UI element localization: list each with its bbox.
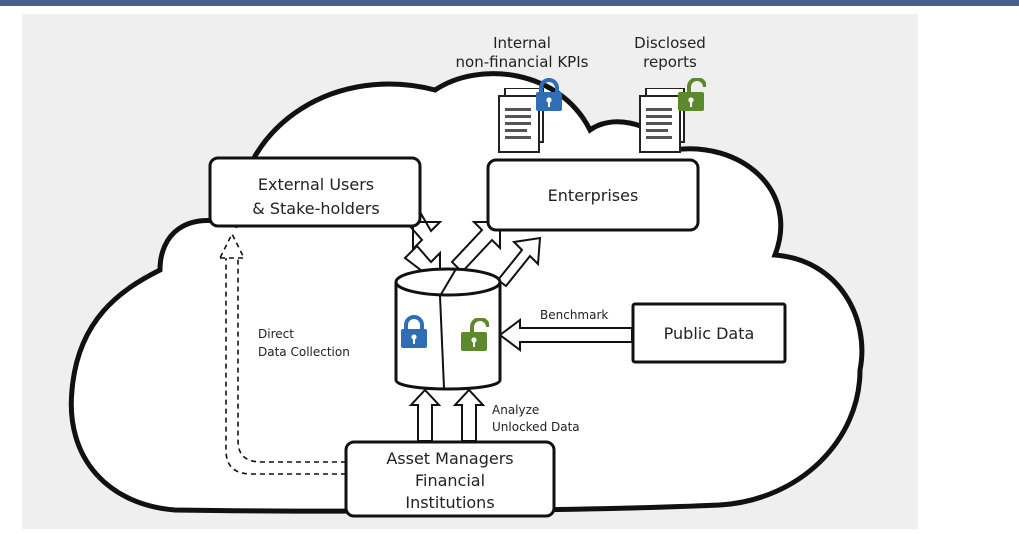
top-frame-bar xyxy=(0,0,1019,6)
asset-managers-line1: Asset Managers xyxy=(386,449,513,468)
arrow-db-enterprises xyxy=(450,221,542,288)
disclosed-label-line1: Disclosed xyxy=(634,34,706,52)
disclosed-reports-document-icon xyxy=(639,88,685,153)
analyze-label-line1: Analyze xyxy=(492,403,539,417)
asset-managers-line2: Financial xyxy=(415,471,485,490)
asset-managers-line3: Institutions xyxy=(405,493,494,512)
public-data-label: Public Data xyxy=(664,324,755,343)
public-data-node: Public Data xyxy=(631,302,787,364)
unlocked-padlock-icon xyxy=(676,78,706,112)
external-users-line1: External Users xyxy=(258,175,374,194)
direct-label-line2: Data Collection xyxy=(258,345,350,359)
internal-label-line1: Internal xyxy=(493,34,551,52)
external-users-line2: & Stake-holders xyxy=(252,199,379,218)
locked-padlock-icon xyxy=(534,78,564,112)
enterprises-node: Enterprises xyxy=(486,158,700,232)
external-users-node: External Users & Stake-holders xyxy=(208,156,422,228)
direct-label-line1: Direct xyxy=(258,327,294,341)
benchmark-label: Benchmark xyxy=(540,308,608,322)
asset-managers-node: Asset Managers Financial Institutions xyxy=(344,440,556,518)
internal-label-line2: non-financial KPIs xyxy=(456,53,589,71)
analyze-label-line2: Unlocked Data xyxy=(492,420,580,434)
arrow-public-data-to-db xyxy=(498,318,633,352)
arrow-asset-managers-to-db xyxy=(408,388,486,442)
central-database xyxy=(394,267,502,391)
dashed-arrow-direct-collection xyxy=(218,232,346,475)
disclosed-label-line2: reports xyxy=(643,53,697,71)
enterprises-label: Enterprises xyxy=(548,186,639,205)
